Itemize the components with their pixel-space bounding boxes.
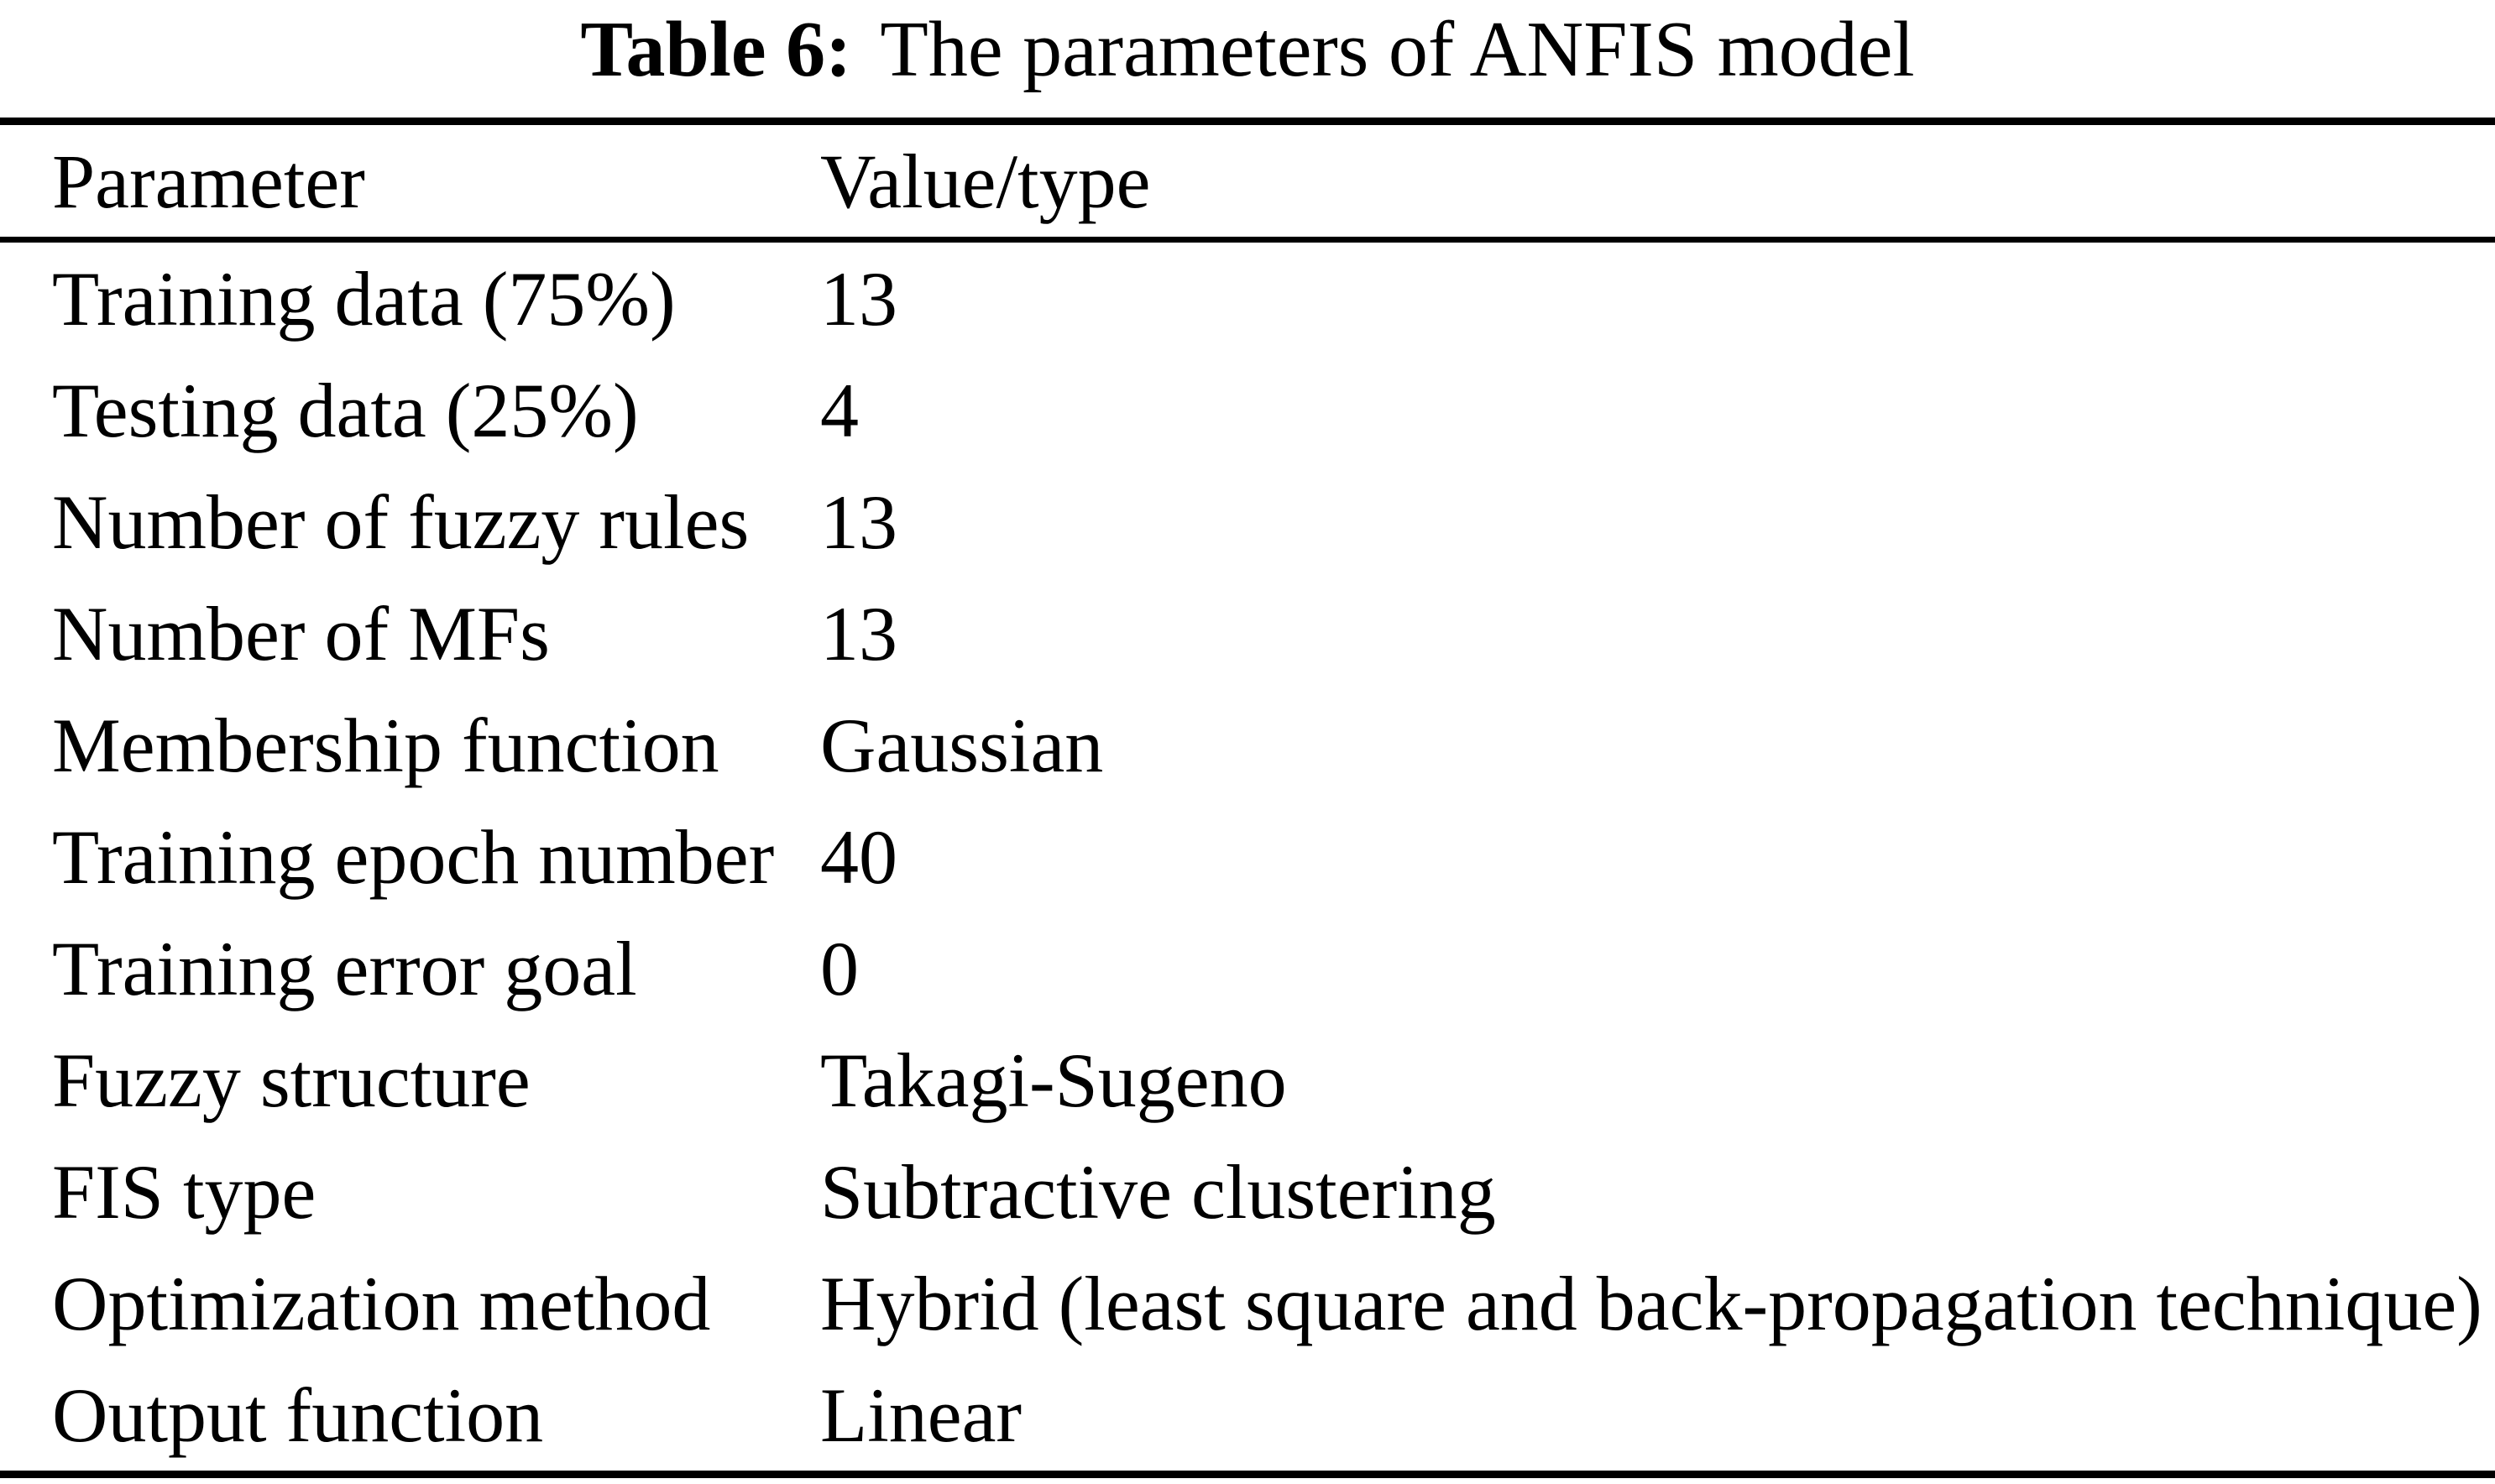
value-cell: Takagi-Sugeno: [820, 1037, 1287, 1123]
value-cell: 13: [820, 478, 897, 565]
table-row: Testing data (25%) 4: [0, 354, 2495, 466]
parameter-cell: Output function: [52, 1372, 544, 1458]
value-cell: 4: [820, 367, 859, 453]
value-cell: Gaussian: [820, 702, 1104, 788]
parameter-cell: FIS type: [52, 1148, 316, 1235]
parameter-cell: Training data (75%): [52, 255, 676, 342]
value-cell: Hybrid (least square and back-propagatio…: [820, 1260, 2482, 1346]
table-header-rule: [0, 237, 2495, 243]
table-row: Number of MFs 13: [0, 577, 2495, 689]
table-row: Optimization method Hybrid (least square …: [0, 1247, 2495, 1359]
parameter-cell: Membership function: [52, 702, 719, 788]
table-caption-label: Table 6:: [580, 6, 852, 93]
table-top-rule: [0, 118, 2495, 125]
value-cell: 13: [820, 590, 897, 677]
table-row: FIS type Subtractive clustering: [0, 1136, 2495, 1247]
value-cell: 13: [820, 255, 897, 342]
value-cell: 40: [820, 813, 897, 900]
table-row: Training data (75%) 13: [0, 243, 2495, 354]
parameter-cell: Testing data (25%): [52, 367, 639, 453]
table-header-row: Parameter Value/type: [0, 125, 2495, 237]
value-cell: Linear: [820, 1372, 1023, 1458]
value-cell: 0: [820, 925, 859, 1011]
table-caption: Table 6: The parameters of ANFIS model: [0, 0, 2495, 118]
column-header-parameter: Parameter: [52, 138, 365, 224]
value-cell: Subtractive clustering: [820, 1148, 1496, 1235]
table-row: Membership function Gaussian: [0, 689, 2495, 801]
table-row: Number of fuzzy rules 13: [0, 466, 2495, 577]
parameter-cell: Optimization method: [52, 1260, 711, 1346]
table-row: Fuzzy structure Takagi-Sugeno: [0, 1024, 2495, 1136]
parameter-cell: Fuzzy structure: [52, 1037, 531, 1123]
table-row: Output function Linear: [0, 1359, 2495, 1471]
anfis-parameters-table: Parameter Value/type Training data (75%)…: [0, 118, 2495, 1478]
table-row: Training error goal 0: [0, 912, 2495, 1024]
parameter-cell: Number of fuzzy rules: [52, 478, 750, 565]
parameter-cell: Training error goal: [52, 925, 637, 1011]
table-bottom-rule: [0, 1471, 2495, 1478]
parameter-cell: Training epoch number: [52, 813, 775, 900]
parameter-cell: Number of MFs: [52, 590, 550, 677]
table-caption-text: The parameters of ANFIS model: [880, 6, 1915, 93]
table-row: Training epoch number 40: [0, 801, 2495, 912]
column-header-value-type: Value/type: [820, 138, 1151, 224]
